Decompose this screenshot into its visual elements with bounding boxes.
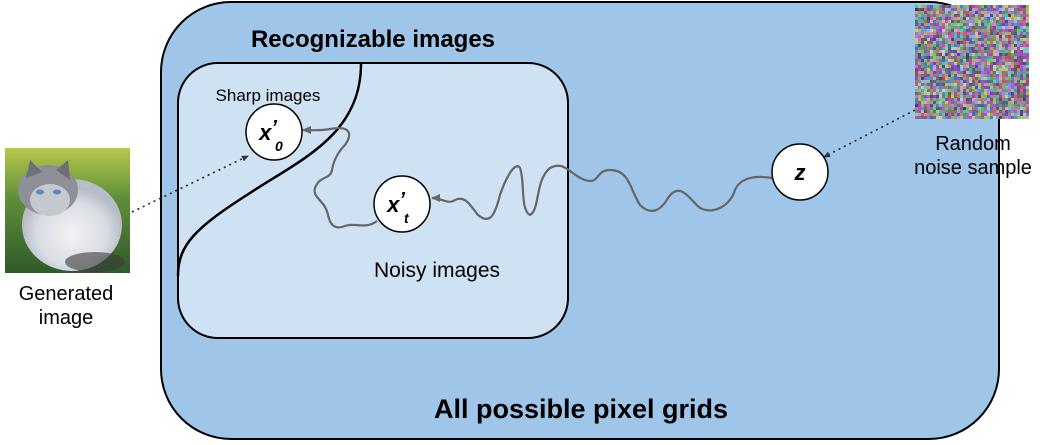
noise-sample-link: [823, 109, 916, 158]
x0-base: x: [258, 120, 272, 145]
svg-text:x’: x’: [258, 117, 277, 145]
node-z: z: [771, 143, 829, 201]
xt-prime: ’: [399, 189, 405, 211]
node-x0-prime: x’ 0: [245, 103, 303, 161]
noisy-images-label: Noisy images: [374, 259, 500, 282]
svg-text:x’: x’: [386, 189, 405, 217]
z-label: z: [794, 160, 806, 185]
all-pixel-grids-label: All possible pixel grids: [434, 394, 728, 424]
generated-image-caption-line2: image: [39, 307, 93, 329]
sharp-images-label: Sharp images: [216, 86, 321, 105]
xt-base: x: [386, 192, 400, 217]
noise-caption-line1: Random: [935, 133, 1011, 155]
generated-cat-image: [5, 148, 130, 273]
node-xt-prime: x’ t: [373, 175, 431, 233]
x0-subscript: 0: [275, 138, 283, 154]
denoise-trajectory-xt-to-x0: [302, 126, 378, 229]
random-noise-image: [915, 5, 1029, 119]
x0-prime: ’: [271, 117, 277, 139]
xt-subscript: t: [404, 210, 410, 226]
sharp-noisy-boundary: [176, 63, 363, 277]
denoise-trajectory-z-to-xt: [431, 164, 773, 220]
noise-caption-line2: noise sample: [914, 157, 1032, 179]
recognizable-images-label: Recognizable images: [251, 26, 495, 53]
generated-image-caption-line1: Generated: [19, 283, 114, 305]
